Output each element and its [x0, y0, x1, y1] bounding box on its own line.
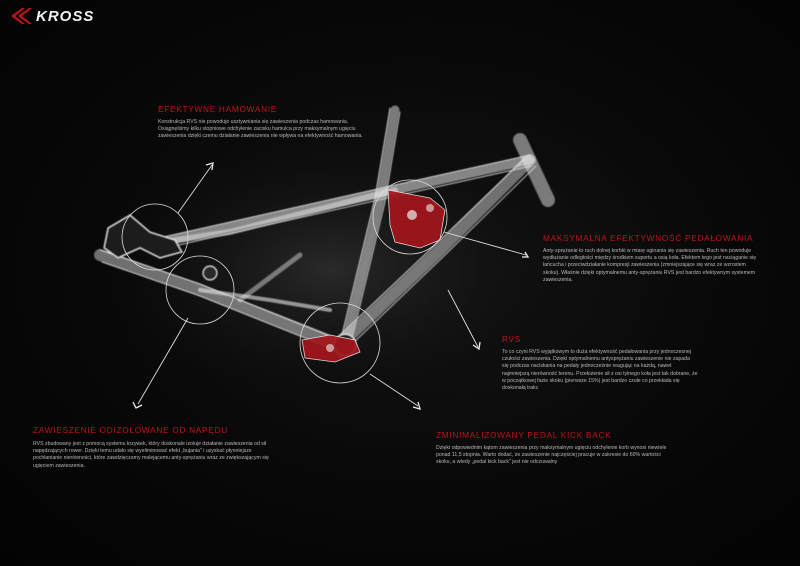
arrowheads	[132, 162, 530, 410]
highlight-circle-dropout	[121, 203, 189, 271]
heading-maksymalna-efektywnosc: MAKSYMALNA EFEKTYWNOŚĆ PEDAŁOWANIA	[543, 233, 754, 243]
highlight-circle-lower-link	[299, 302, 381, 384]
arrow-icon	[522, 251, 530, 258]
heading-zawieszenie-odizolowane: ZAWIESZENIE ODIZOLOWANE OD NAPĘDU	[33, 425, 228, 435]
text-rvs: To co czyni RVS wyjątkowym to duża efekt…	[502, 349, 698, 392]
arrow-icon	[132, 401, 143, 409]
highlight-circles	[121, 179, 448, 384]
rvs-link-parts	[301, 189, 446, 363]
text-efektywne-hamowanie: Konstrukcja RVS nie powoduje usztywniani…	[158, 119, 363, 140]
text-maksymalna-efektywnosc: Anty-sprężanie to ruch dolnej korbki w m…	[543, 248, 757, 283]
brand-name: KROSS	[36, 7, 95, 25]
frame-sketch	[94, 105, 555, 357]
arrow-icon	[412, 401, 421, 410]
heading-efektywne-hamowanie: EFEKTYWNE HAMOWANIE	[158, 104, 278, 114]
kross-logo: KROSS	[8, 6, 94, 26]
arrow-icon	[472, 341, 481, 351]
heading-pedal-kick-back: ZMINIMALIZOWANY PEDAL KICK BACK	[436, 430, 612, 440]
frame-glow	[70, 120, 590, 420]
text-zawieszenie-odizolowane: RVS zbudowany jest z pomocą systemu krzy…	[33, 441, 269, 469]
highlight-circle-upper-link	[372, 179, 448, 255]
leader-lines	[137, 164, 527, 407]
kross-chevron-icon	[11, 8, 32, 24]
arrow-icon	[205, 162, 214, 171]
text-pedal-kick-back: Dzięki odpowiednim kątom zawieszenia prz…	[436, 445, 667, 466]
highlight-circle-pivot	[165, 255, 235, 325]
heading-rvs: RVS	[502, 334, 522, 344]
